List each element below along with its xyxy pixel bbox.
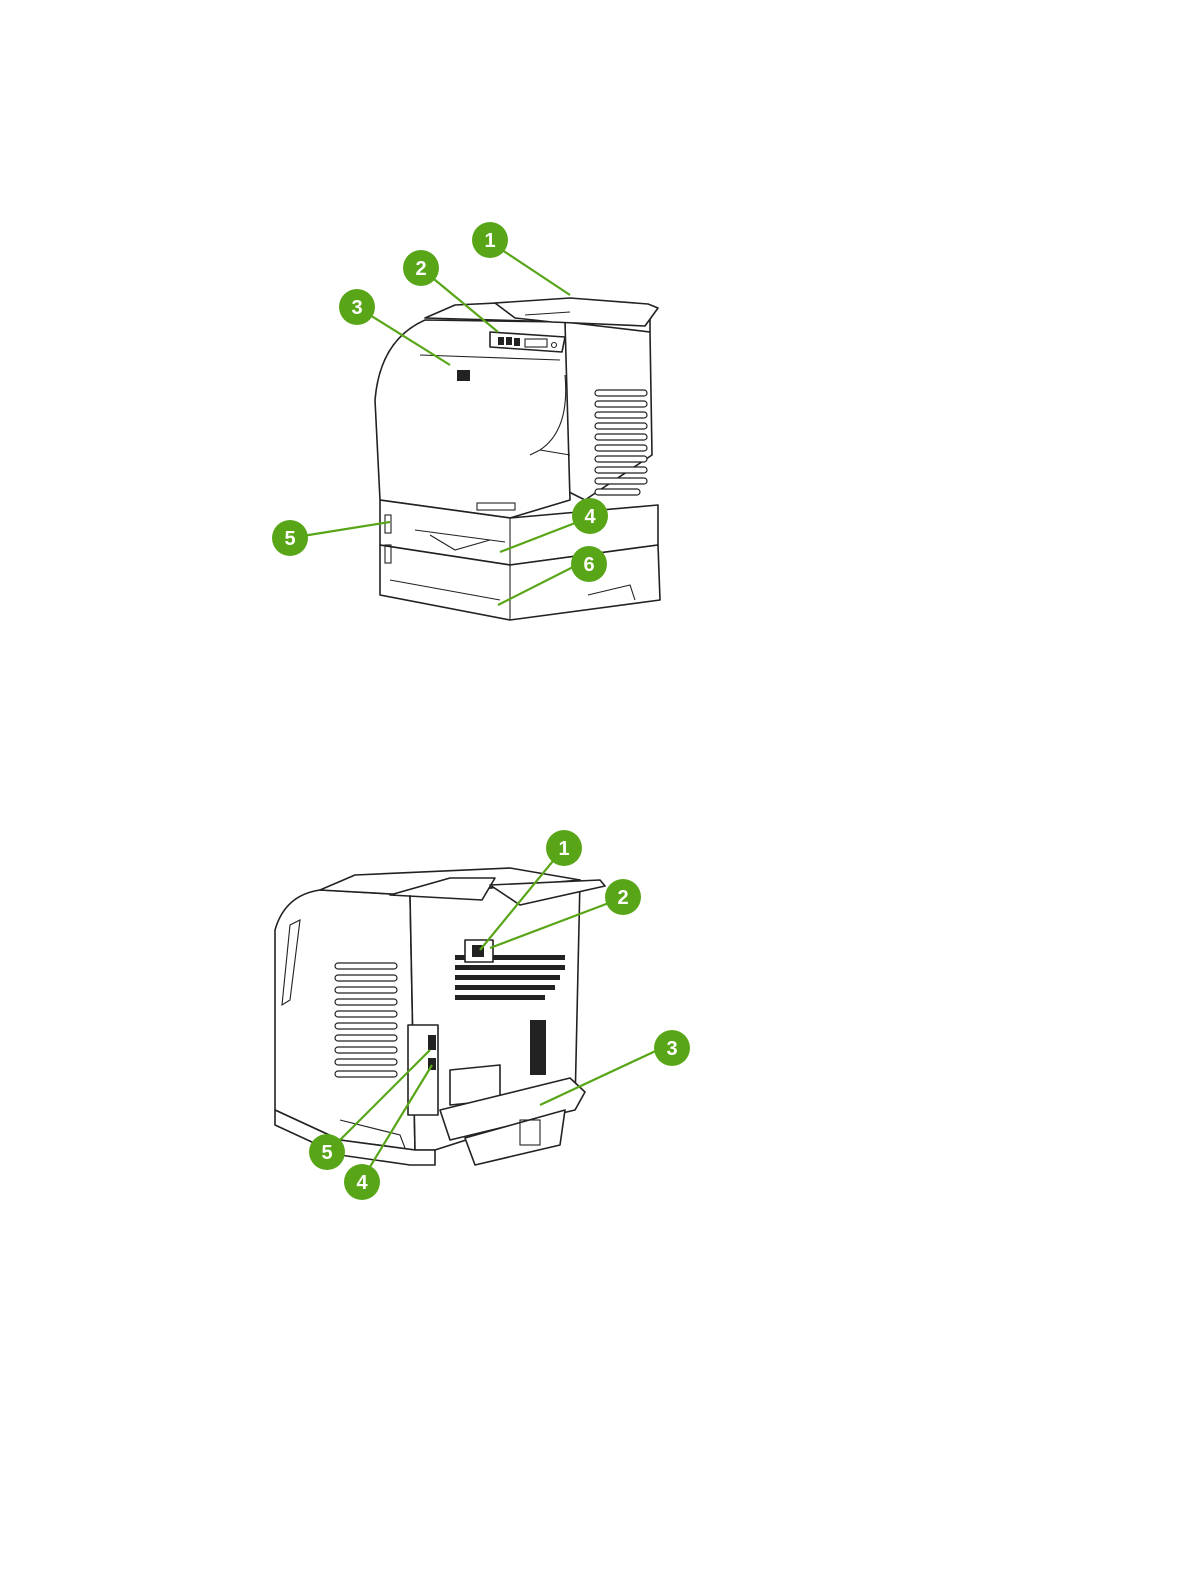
front-callout-4: 4	[572, 498, 608, 534]
front-callout-1-label: 1	[484, 230, 495, 252]
rear-callout-3-label: 3	[666, 1038, 677, 1060]
front-view-svg: 1 2 3 4 5 6	[240, 200, 720, 660]
panel-button-icon	[498, 337, 504, 345]
rear-callout-2-label: 2	[617, 887, 628, 909]
rear-callout-5-label: 5	[321, 1142, 332, 1164]
front-view-illustration: 1 2 3 4 5 6	[240, 200, 720, 660]
printer-rear-body	[275, 868, 605, 1165]
rear-callout-2: 2	[605, 879, 641, 915]
front-callout-4-label: 4	[584, 506, 596, 528]
front-callout-3: 3	[339, 289, 375, 325]
rear-callout-3: 3	[654, 1030, 690, 1066]
rear-view-svg: 1 2 3 5 4	[260, 820, 720, 1210]
front-callout-3-label: 3	[351, 297, 362, 319]
hp-logo-icon	[457, 370, 470, 381]
rear-callout-4: 4	[344, 1164, 380, 1200]
rear-callout-1-label: 1	[558, 838, 569, 860]
rear-view-illustration: 1 2 3 5 4	[260, 820, 720, 1210]
rear-callout-4-label: 4	[356, 1172, 368, 1194]
front-callout-1: 1	[472, 222, 508, 258]
printer-front-body	[375, 298, 660, 620]
front-callout-5-label: 5	[284, 528, 295, 550]
front-callout-2: 2	[403, 250, 439, 286]
rear-callout-5: 5	[309, 1134, 345, 1170]
rear-callout-1: 1	[546, 830, 582, 866]
front-callout-6: 6	[571, 546, 607, 582]
front-callout-5: 5	[272, 520, 308, 556]
front-callout-6-label: 6	[583, 554, 594, 576]
front-callout-2-label: 2	[415, 258, 426, 280]
